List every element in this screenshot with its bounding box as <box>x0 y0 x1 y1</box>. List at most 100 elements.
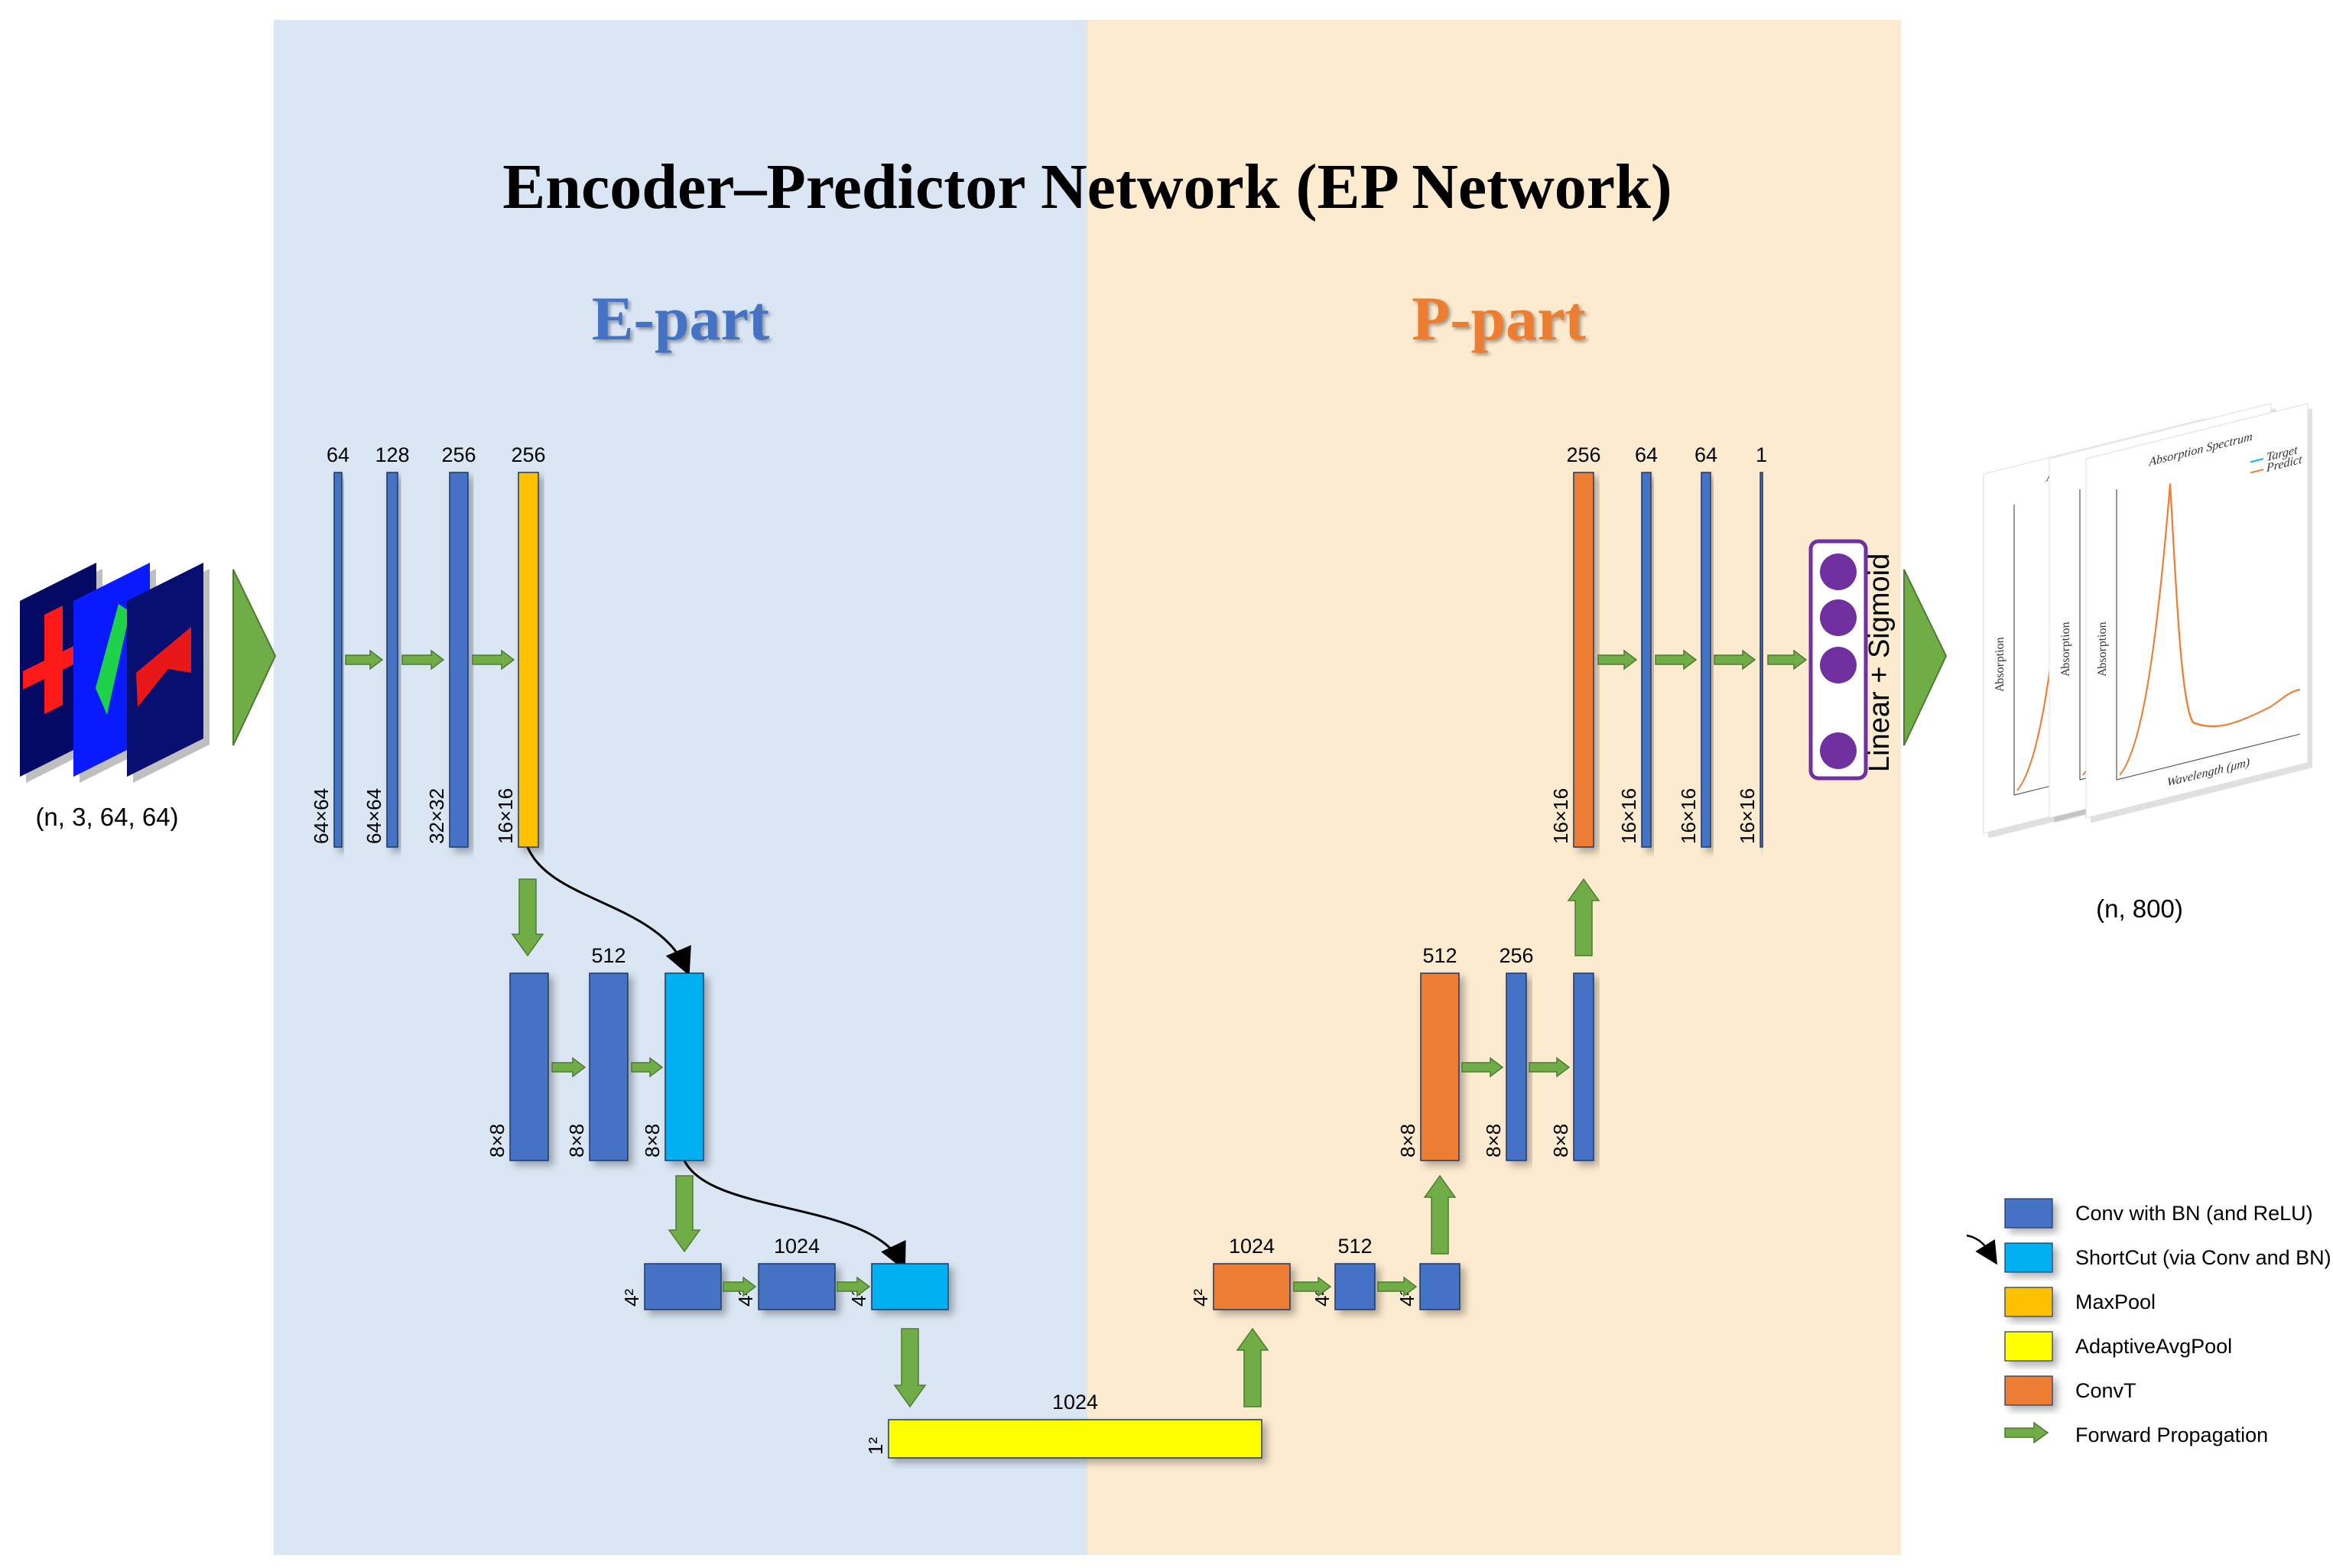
legend-item: ConvT <box>2004 1375 2136 1406</box>
neuron <box>1820 647 1857 683</box>
spectrum-curve <box>2119 483 2301 776</box>
size-label: 8×8 <box>1549 1124 1572 1157</box>
channel-label: 1 <box>1756 443 1767 466</box>
channel-label: 64 <box>1635 443 1658 466</box>
conv-block <box>449 472 469 848</box>
e2-block-2: 512 8×8 <box>565 944 629 1161</box>
maxpool-block <box>518 472 539 848</box>
forward-arrow <box>1461 1057 1504 1078</box>
legend-label: Forward Propagation <box>2075 1424 2268 1446</box>
p3-block-3: 4² <box>1396 1263 1461 1310</box>
forward-arrow <box>1377 1276 1418 1297</box>
forward-arrow <box>1293 1276 1332 1297</box>
legend-swatch <box>2004 1331 2053 1362</box>
size-label: 8×8 <box>565 1124 588 1157</box>
p1-block-1: 256 16×16 <box>1549 443 1601 848</box>
blocks-layer: 6464×6412864×6425632×3225616×168×85128×8… <box>310 443 1767 1459</box>
legend-item: Conv with BN (and ReLU) <box>2004 1198 2313 1229</box>
size-label: 4² <box>1396 1289 1418 1307</box>
conv-block <box>1334 1263 1376 1310</box>
size-label: 4² <box>734 1289 757 1307</box>
conv-block <box>1506 972 1527 1161</box>
size-label: 64×64 <box>310 788 333 844</box>
forward-arrow <box>472 649 515 670</box>
e-part-title: E-part <box>591 284 770 353</box>
legend-item: Forward Propagation <box>2004 1421 2268 1446</box>
size-label: 16×16 <box>1549 788 1572 844</box>
size-label: 16×16 <box>1617 788 1640 844</box>
size-label: 4² <box>620 1289 643 1307</box>
conv-block <box>1419 1263 1461 1310</box>
legend-arrow-icon <box>2004 1421 2049 1444</box>
shortcut-block <box>664 972 704 1161</box>
conv-block <box>386 472 398 848</box>
size-label: 16×16 <box>1736 788 1759 844</box>
p-part-title: P-part <box>1412 284 1586 353</box>
input-image-stack <box>20 563 210 783</box>
e2-block-1: 8×8 <box>486 972 549 1161</box>
arrows-layer <box>345 649 1808 1408</box>
forward-arrow <box>631 1057 664 1078</box>
spectrum-ylabel: Absorption <box>1993 635 2006 693</box>
bottleneck-block: 1024 1² <box>864 1391 1262 1459</box>
forward-arrow <box>1714 649 1756 670</box>
channel-label: 512 <box>591 944 625 967</box>
conv-block <box>758 1263 836 1310</box>
p2-block-3: 8×8 <box>1549 972 1594 1161</box>
legend-label: ConvT <box>2075 1379 2136 1402</box>
e2-block-3: 8×8 <box>641 972 704 1161</box>
size-label: 8×8 <box>641 1124 664 1157</box>
size-label: 1² <box>864 1437 887 1455</box>
diagram-title: Encoder–Predictor Network (EP Network) <box>502 151 1672 222</box>
conv-block <box>589 972 629 1161</box>
spectrum-page: Absorption SpectrumAbsorptionWavelength … <box>2085 403 2312 823</box>
legend-swatch <box>2004 1375 2053 1406</box>
channel-label: 256 <box>441 443 476 466</box>
spectrum-ylabel: Absorption <box>2095 620 2109 678</box>
size-label: 16×16 <box>494 788 517 844</box>
conv-block <box>644 1263 722 1310</box>
p1-block-2: 64 16×16 <box>1617 443 1658 848</box>
adaptive-block <box>888 1419 1262 1459</box>
channel-label: 256 <box>511 443 545 466</box>
neuron <box>1820 599 1857 636</box>
channel-label: 256 <box>1566 443 1600 466</box>
forward-arrow <box>1567 878 1600 956</box>
output-arrow <box>1903 569 1948 746</box>
forward-arrow <box>893 1328 927 1408</box>
channel-label: 512 <box>1422 944 1457 967</box>
forward-arrow <box>511 878 544 957</box>
linear-head <box>1808 539 1868 781</box>
legend-item: AdaptiveAvgPool <box>2004 1331 2232 1362</box>
e3-block-3: 4² <box>847 1263 949 1310</box>
forward-arrow <box>668 1175 701 1253</box>
neuron <box>1820 554 1857 590</box>
forward-arrow <box>1236 1327 1269 1407</box>
forward-arrow <box>1529 1057 1571 1078</box>
size-label: 4² <box>1311 1289 1334 1307</box>
convt-block <box>1213 1263 1291 1310</box>
spectrum-ylabel: Absorption <box>2058 620 2072 678</box>
input-channel-blue <box>127 563 210 783</box>
forward-arrow <box>723 1276 757 1297</box>
conv-block <box>1701 472 1711 848</box>
size-label: 4² <box>847 1289 870 1307</box>
output-spectra-stack: Absorption SpectrumAbsorptionWavelength … <box>1983 403 2312 839</box>
legend-item: ShortCut (via Conv and BN) <box>1966 1234 2331 1273</box>
forward-arrow <box>551 1057 586 1078</box>
shortcut-block <box>871 1263 949 1310</box>
channel-label: 1024 <box>1052 1391 1098 1414</box>
size-label: 32×32 <box>425 788 448 844</box>
forward-arrow <box>1597 649 1638 670</box>
shortcut-curve-2 <box>683 1160 906 1271</box>
forward-arrow <box>1423 1174 1457 1255</box>
